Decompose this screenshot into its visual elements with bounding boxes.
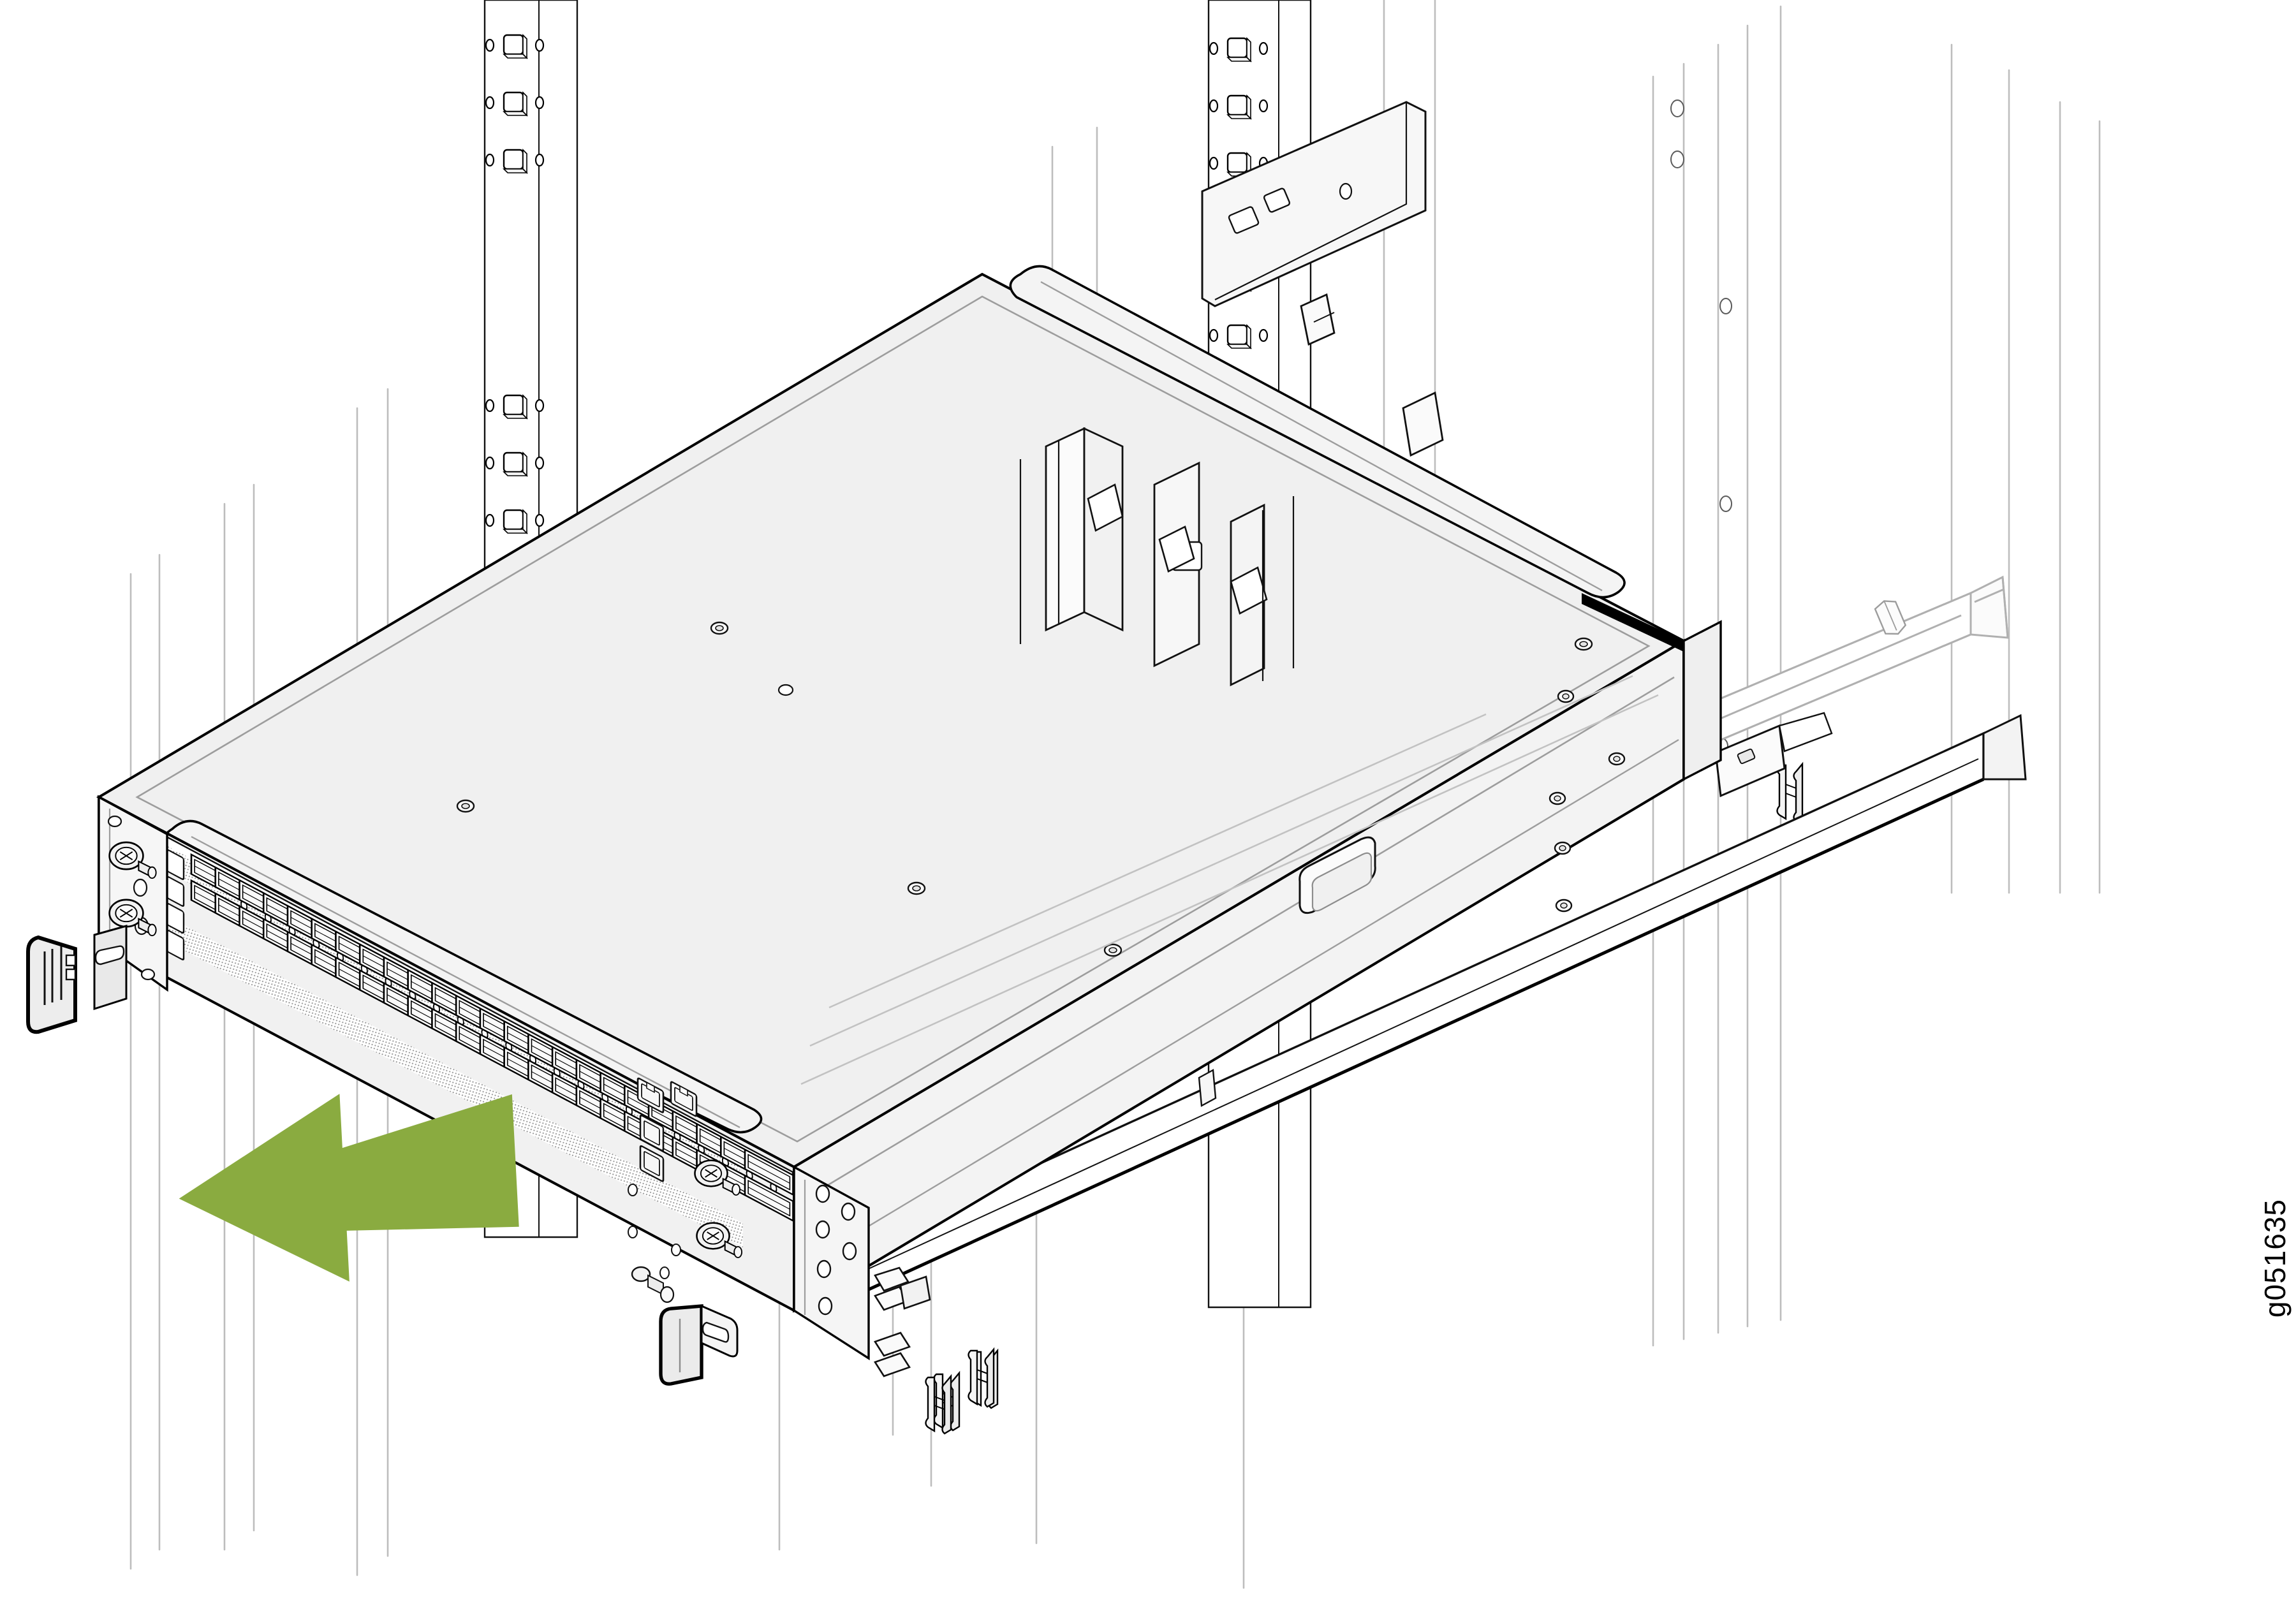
slide-rail-release-latch[interactable] (1714, 712, 1833, 798)
chassis-back-upper-edge (1582, 593, 1684, 652)
right-mounting-ear (793, 1165, 870, 1361)
front-panel-left-blank-plates (166, 849, 185, 961)
front-panel-vent-mesh-lower (159, 912, 743, 1247)
front-panel-reset-buttons[interactable] (631, 1266, 675, 1303)
chassis-side-recessed-handle (1299, 836, 1376, 914)
chassis-rear-slide-bracket (1201, 101, 1427, 307)
console-port[interactable] (639, 1114, 665, 1152)
left-front-ejector-handle[interactable] (26, 925, 128, 1034)
rj45-port[interactable] (670, 1081, 698, 1117)
chassis-interior-mount-brackets (1045, 427, 1265, 687)
cage-nut-clip-single (1776, 763, 1804, 823)
usb-port[interactable] (639, 1145, 665, 1182)
chassis-top-cover-screws (456, 621, 1593, 957)
front-panel-rj45-ports[interactable] (637, 1064, 698, 1200)
chassis-interior-clip-tabs (1087, 483, 1268, 615)
figure-id-label: g051635 (2258, 1199, 2292, 1318)
chassis-top-stiffener-rib-right (1009, 265, 1626, 599)
chassis-interior-detail-lines (1019, 440, 1295, 681)
chassis-side-screws (1549, 689, 1626, 913)
chassis-rear-end-panel (1682, 620, 1722, 781)
pull-direction-arrow (179, 1094, 519, 1282)
chassis-inner-ghost-outline (800, 675, 1659, 1085)
rj45-port[interactable] (637, 1077, 665, 1113)
chassis-front-latch-tabs (874, 1266, 931, 1377)
right-front-ejector-handle[interactable] (659, 1304, 739, 1386)
front-panel-status-leds (628, 1184, 681, 1279)
